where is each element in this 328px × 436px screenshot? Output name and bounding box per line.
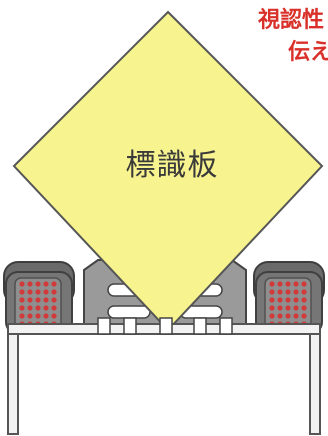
led-dot [269, 289, 275, 295]
led-dot [269, 313, 275, 319]
led-dot [27, 297, 33, 303]
led-dot [269, 305, 275, 311]
led-dot [277, 281, 283, 287]
led-dot [35, 313, 41, 319]
led-dot [277, 289, 283, 295]
led-dot [43, 305, 49, 311]
led-dot [293, 297, 299, 303]
base-frame [7, 317, 321, 435]
led-dot [43, 281, 49, 287]
left-lamp-led-grid [19, 281, 57, 327]
caption-line-1: 視認性 [258, 8, 325, 33]
led-dot [19, 281, 25, 287]
right-lamp-led-grid [269, 281, 307, 327]
led-dot [269, 297, 275, 303]
caption-line-2: 伝え [288, 40, 328, 65]
led-dot [43, 297, 49, 303]
led-dot [293, 313, 299, 319]
led-dot [19, 289, 25, 295]
led-dot [301, 313, 307, 319]
led-dot [285, 305, 291, 311]
led-dot [277, 313, 283, 319]
led-dot [277, 297, 283, 303]
led-dot [35, 281, 41, 287]
led-dot [293, 281, 299, 287]
led-dot [301, 297, 307, 303]
led-dot [51, 313, 57, 319]
led-dot [19, 297, 25, 303]
led-dot [269, 281, 275, 287]
led-dot [27, 313, 33, 319]
led-dot [51, 281, 57, 287]
led-dot [27, 289, 33, 295]
led-dot [301, 281, 307, 287]
led-dot [51, 305, 57, 311]
right-warning-lamp [253, 261, 325, 335]
led-dot [19, 313, 25, 319]
led-dot [43, 313, 49, 319]
led-dot [19, 305, 25, 311]
led-dot [51, 297, 57, 303]
led-dot [35, 297, 41, 303]
led-dot [293, 289, 299, 295]
led-dot [285, 289, 291, 295]
led-dot [35, 289, 41, 295]
led-dot [301, 289, 307, 295]
led-dot [285, 297, 291, 303]
led-dot [285, 313, 291, 319]
led-dot [35, 305, 41, 311]
led-dot [277, 305, 283, 311]
led-dot [285, 281, 291, 287]
led-dot [27, 281, 33, 287]
led-dot [43, 289, 49, 295]
led-dot [51, 289, 57, 295]
sign-label: 標識板 [125, 148, 219, 183]
left-warning-lamp [3, 261, 75, 335]
led-dot [301, 305, 307, 311]
led-dot [27, 305, 33, 311]
led-dot [293, 305, 299, 311]
